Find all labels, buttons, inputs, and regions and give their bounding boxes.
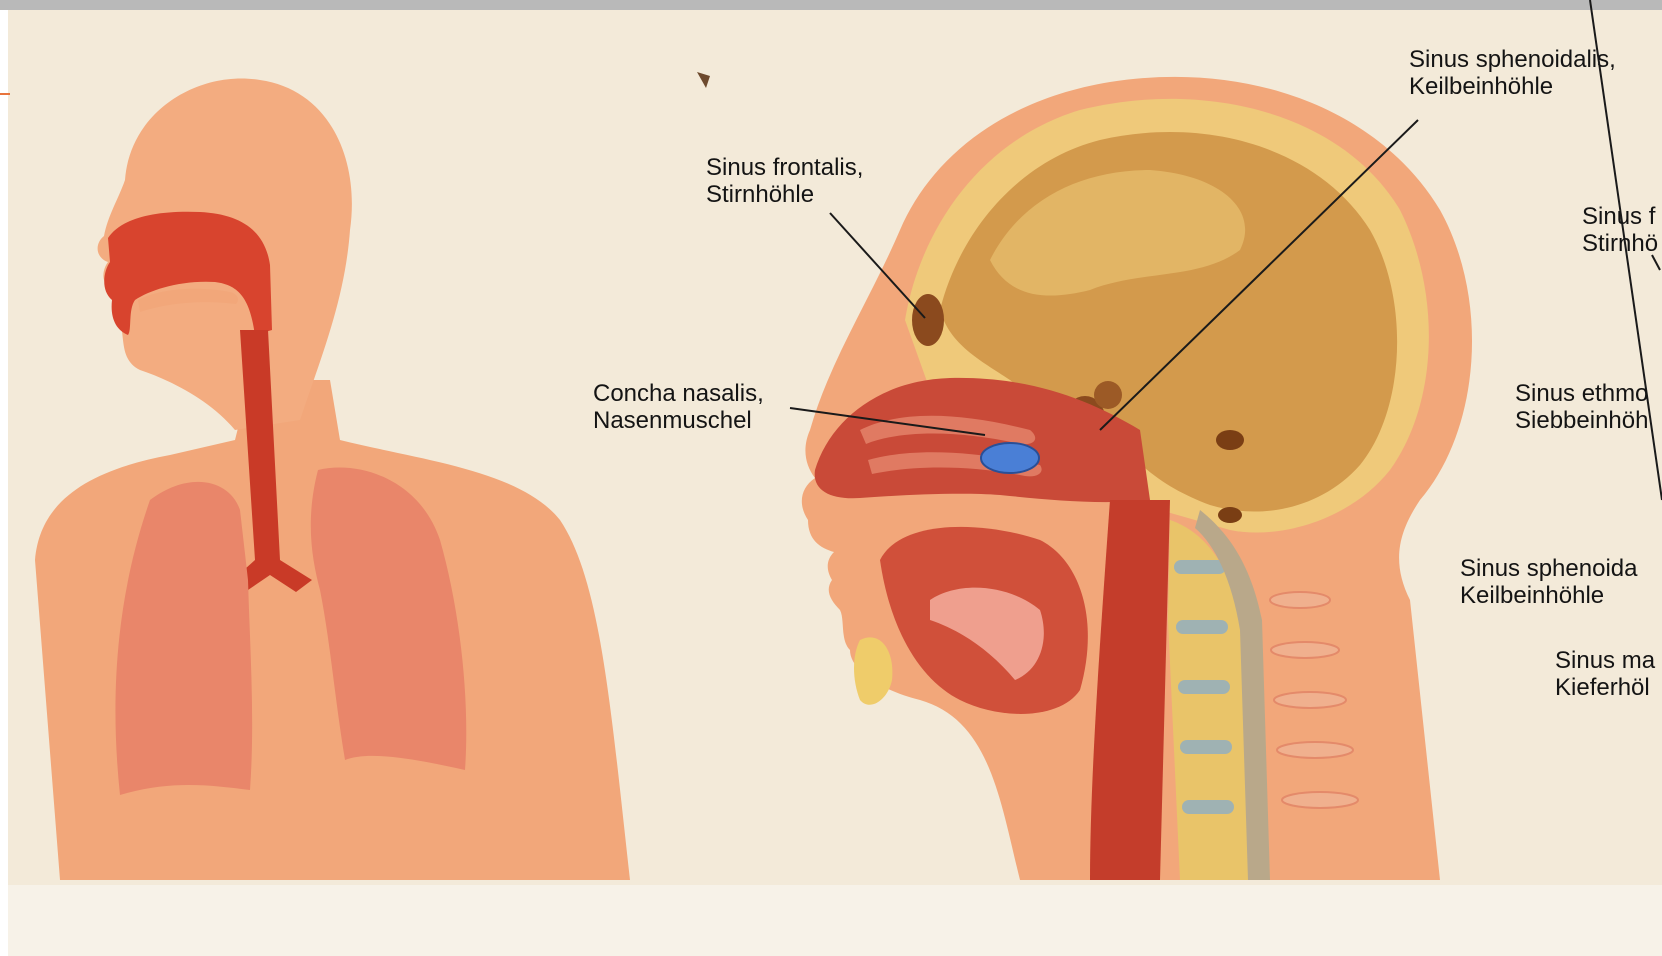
label-right-sinus-sphenoida: Sinus sphenoida Keilbeinhöhle — [1460, 555, 1637, 609]
label-line-2: Keilbeinhöhle — [1460, 582, 1637, 609]
skull-foramen-2 — [1218, 507, 1242, 523]
label-line-1: Sinus sphenoida — [1460, 555, 1637, 582]
label-sinus-frontalis: Sinus frontalis, Stirnhöhle — [706, 154, 863, 208]
label-line-2: Stirnhö — [1582, 230, 1658, 257]
label-line-1: Sinus f — [1582, 203, 1658, 230]
label-line-2: Keilbeinhöhle — [1409, 73, 1616, 100]
frontal-sinus — [912, 294, 944, 346]
sphenoid-sinus-upper — [1094, 381, 1122, 409]
label-right-sinus-f: Sinus f Stirnhö — [1582, 203, 1658, 257]
skull-foramen — [1216, 430, 1244, 450]
label-line-2: Stirnhöhle — [706, 181, 863, 208]
label-concha-nasalis: Concha nasalis, Nasenmuschel — [593, 380, 764, 434]
label-right-sinus-ma: Sinus ma Kieferhöl — [1555, 647, 1655, 701]
blue-marker — [981, 443, 1039, 473]
bottom-strip — [8, 885, 1662, 956]
label-line-1: Sinus sphenoidalis, — [1409, 46, 1616, 73]
label-line-2: Siebbeinhöh — [1515, 407, 1648, 434]
label-line-1: Sinus ethmo — [1515, 380, 1648, 407]
label-sinus-sphenoidalis-top: Sinus sphenoidalis, Keilbeinhöhle — [1409, 46, 1616, 100]
label-right-sinus-ethmo: Sinus ethmo Siebbeinhöh — [1515, 380, 1648, 434]
label-line-1: Concha nasalis, — [593, 380, 764, 407]
label-line-1: Sinus ma — [1555, 647, 1655, 674]
top-border — [0, 0, 1662, 10]
label-line-2: Kieferhöl — [1555, 674, 1655, 701]
label-line-2: Nasenmuschel — [593, 407, 764, 434]
label-line-1: Sinus frontalis, — [706, 154, 863, 181]
